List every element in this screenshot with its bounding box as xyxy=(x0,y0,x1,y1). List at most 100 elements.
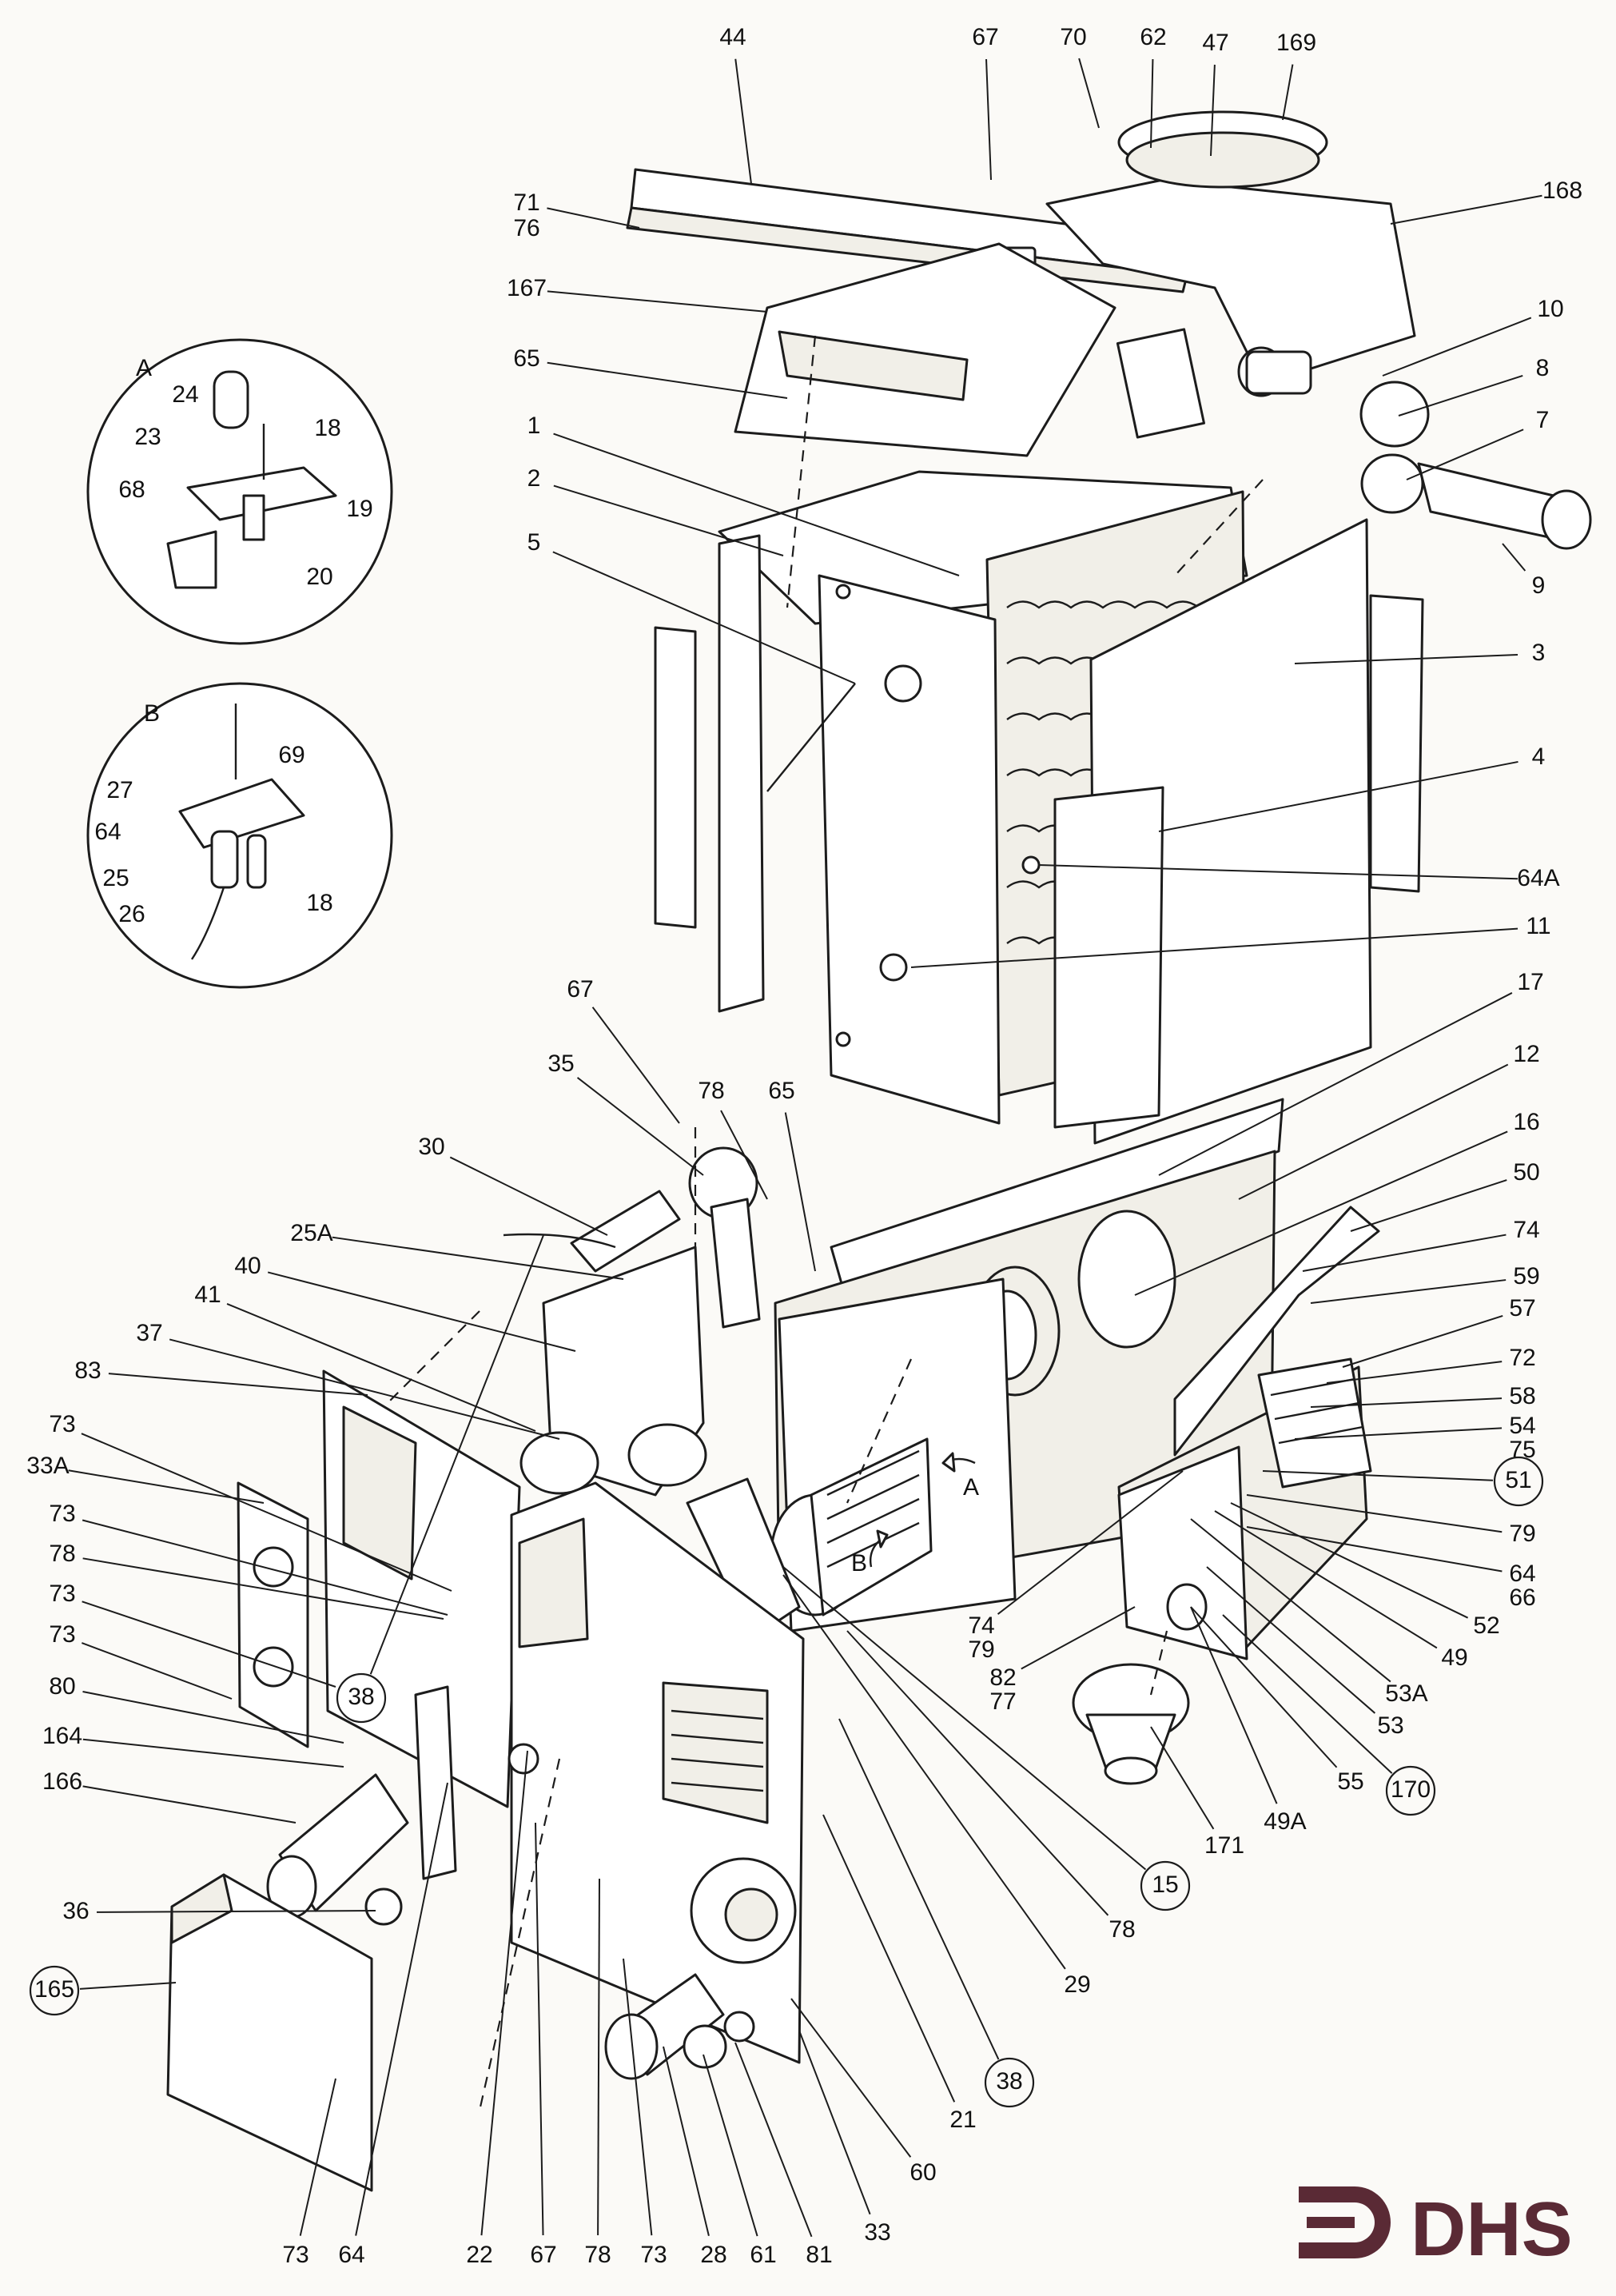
part-label-30: 30 xyxy=(418,1134,444,1160)
part-label-53a: 53A xyxy=(1385,1680,1427,1707)
part-label-52: 52 xyxy=(1473,1612,1499,1639)
part-label-49: 49 xyxy=(1441,1644,1467,1671)
part-label-67: 67 xyxy=(972,24,998,50)
leader-78 xyxy=(846,1630,1109,1916)
part-label-61: 61 xyxy=(750,2242,776,2268)
part-label-35: 35 xyxy=(547,1050,574,1077)
circled-ref-51 xyxy=(1493,1456,1544,1507)
part-label-53: 53 xyxy=(1377,1712,1403,1739)
part-label-5: 5 xyxy=(527,529,541,556)
piezo-igniter xyxy=(604,1973,755,2080)
part-label-73: 73 xyxy=(49,1580,75,1607)
part-label-81: 81 xyxy=(806,2242,832,2268)
part-label-78: 78 xyxy=(698,1078,724,1104)
leader-169 xyxy=(1282,64,1294,121)
leader-30 xyxy=(449,1156,608,1236)
part-label-170: 170 xyxy=(1391,1776,1431,1803)
view-arrows: A B xyxy=(851,1452,979,1577)
inner-panel-83 xyxy=(322,1369,521,1808)
inset-label-20: 20 xyxy=(306,564,332,590)
part-label-37: 37 xyxy=(136,1320,162,1346)
part-label-167: 167 xyxy=(507,275,547,301)
leader-70 xyxy=(1078,58,1100,129)
leader-58 xyxy=(1310,1397,1503,1408)
logo-mark xyxy=(1299,2186,1391,2258)
heat-exchanger xyxy=(654,470,1424,1145)
leader-22 xyxy=(480,1750,528,2236)
arrow-label-a: A xyxy=(963,1474,979,1501)
leader-60 xyxy=(790,1998,912,2158)
leader-2 xyxy=(553,484,784,556)
leader-52 xyxy=(1230,1502,1469,1619)
leader-17 xyxy=(1158,992,1513,1176)
logo-text: DHS xyxy=(1411,2186,1573,2272)
part-label-59: 59 xyxy=(1513,1263,1539,1290)
part-label-54: 54 xyxy=(1509,1413,1535,1439)
thermostat-knob-171 xyxy=(1072,1663,1190,1785)
leader-62 xyxy=(1150,58,1154,149)
part-label-169: 169 xyxy=(1276,30,1316,56)
arrow-label-b: B xyxy=(851,1550,867,1577)
flue-hood-167 xyxy=(734,242,1116,457)
leader-65 xyxy=(784,1112,816,1272)
leader-47 xyxy=(1210,64,1216,157)
leader-33a xyxy=(68,1469,265,1504)
leader-82 xyxy=(1021,1606,1136,1670)
part-label-64: 64 xyxy=(338,2242,364,2268)
leader-35 xyxy=(576,1077,704,1176)
leader-28 xyxy=(663,2046,710,2236)
inset-b-title: B xyxy=(144,700,160,727)
leader-9 xyxy=(1502,543,1526,572)
inset-a-title: A xyxy=(136,355,152,381)
cover-165 xyxy=(166,1873,403,2192)
part-label-78: 78 xyxy=(49,1541,75,1567)
leader-1 xyxy=(553,432,960,576)
leader-168 xyxy=(1390,194,1542,225)
inset-label-19: 19 xyxy=(346,496,372,522)
part-label-78: 78 xyxy=(584,2242,611,2268)
leader-67 xyxy=(591,1006,680,1124)
part-label-168: 168 xyxy=(1542,177,1582,204)
part-label-73: 73 xyxy=(640,2242,667,2268)
part-label-67: 67 xyxy=(567,976,593,1003)
part-label-10: 10 xyxy=(1537,296,1563,322)
part-label-74: 74 xyxy=(968,1612,994,1639)
leader-73 xyxy=(623,1958,653,2236)
leader-11 xyxy=(910,927,1518,968)
inset-label-27: 27 xyxy=(106,777,133,803)
part-label-8: 8 xyxy=(1536,355,1550,381)
inset-label-26: 26 xyxy=(118,901,145,927)
part-label-49a: 49A xyxy=(1264,1808,1306,1835)
leader-67 xyxy=(535,1822,544,2236)
inset-label-69: 69 xyxy=(278,742,304,768)
leader-65 xyxy=(547,361,788,399)
leader-67 xyxy=(985,58,992,181)
leader-78 xyxy=(82,1557,444,1620)
part-label-1: 1 xyxy=(527,413,541,439)
part-label-33a: 33A xyxy=(26,1453,69,1479)
leader-38 xyxy=(369,1234,544,1675)
leader-64 xyxy=(355,1782,448,2236)
inset-label-18: 18 xyxy=(306,890,332,916)
part-label-80: 80 xyxy=(49,1673,75,1700)
part-label-79: 79 xyxy=(968,1636,994,1663)
leader-74 xyxy=(1302,1234,1507,1272)
part-label-29: 29 xyxy=(1064,1971,1090,1998)
control-box xyxy=(1072,1206,1380,1785)
leader-73 xyxy=(82,1600,336,1688)
part-label-66: 66 xyxy=(1509,1584,1535,1611)
part-label-73: 73 xyxy=(49,1501,75,1527)
circled-ref-38 xyxy=(336,1672,387,1724)
leader-166 xyxy=(82,1785,297,1824)
leader-8 xyxy=(1398,375,1523,417)
leader-170 xyxy=(1222,1614,1393,1774)
part-label-40: 40 xyxy=(234,1253,261,1279)
leader-61 xyxy=(703,2054,758,2237)
part-label-65: 65 xyxy=(768,1078,794,1104)
leader-165 xyxy=(79,1982,177,1990)
leader-59 xyxy=(1310,1279,1507,1304)
leader-79 xyxy=(1246,1494,1503,1533)
leader-49 xyxy=(1214,1510,1438,1649)
part-label-73: 73 xyxy=(49,1411,75,1437)
